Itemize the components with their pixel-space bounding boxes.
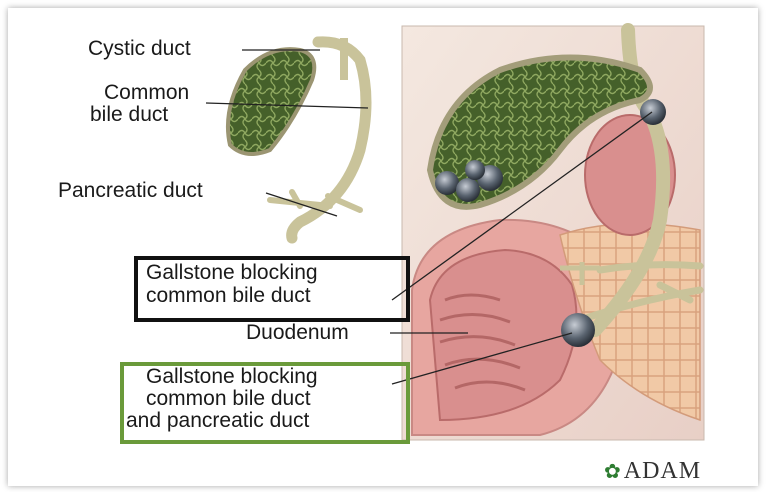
small-gallbladder-drawing <box>228 38 366 238</box>
adam-logo: ✿ADAM <box>604 458 701 485</box>
label-gallstone-both-line2: common bile duct <box>146 388 311 410</box>
adam-logo-text: ADAM <box>624 458 701 484</box>
label-common-bile-duct-line2: bile duct <box>90 104 168 126</box>
label-gallstone-cbd-line1: Gallstone blocking <box>146 262 318 284</box>
label-duodenum: Duodenum <box>246 322 349 344</box>
label-gallstone-both-line1: Gallstone blocking <box>146 366 318 388</box>
label-gallstone-both-line3: and pancreatic duct <box>126 410 309 432</box>
label-pancreatic-duct: Pancreatic duct <box>58 180 203 202</box>
label-common-bile-duct-line1: Common <box>104 82 189 104</box>
label-cystic-duct: Cystic duct <box>88 38 191 60</box>
large-illustration-panel <box>402 26 704 440</box>
adam-leaf-icon: ✿ <box>604 461 622 483</box>
label-gallstone-cbd-line2: common bile duct <box>146 285 311 307</box>
